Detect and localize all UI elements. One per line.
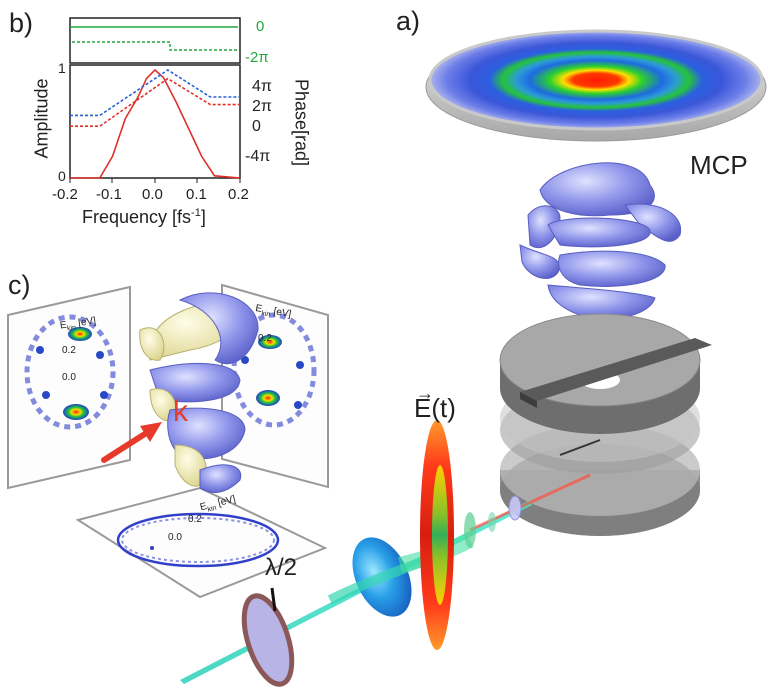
- top-green-dotted: [72, 41, 238, 51]
- bottom-projection-image: [116, 512, 280, 568]
- left-proj-tick-02: 0.2: [62, 345, 76, 356]
- phase-blue-curve: [70, 69, 240, 117]
- rtick-2pi: 2π: [252, 98, 272, 115]
- efield-label: → E(t): [414, 383, 456, 423]
- mcp-label: MCP: [690, 150, 748, 180]
- phase-red-curve: [70, 77, 240, 127]
- electric-field-pulse: [420, 420, 496, 650]
- amplitude-curve: [70, 68, 241, 179]
- electrode-stack: [499, 313, 712, 536]
- k-vector-arrow: [101, 429, 151, 463]
- right-proj-tick-02: 0.2: [258, 333, 272, 344]
- ytick-1: 1: [58, 60, 66, 76]
- panel-c-projections: [7, 283, 329, 599]
- amplitude-axis-label: Amplitude: [31, 78, 52, 159]
- k-label: k: [173, 395, 188, 428]
- waveplate-label: λ/2: [265, 554, 298, 581]
- toptick-m2pi: -2π: [245, 49, 269, 66]
- rtick-4pi: 4π: [252, 78, 272, 95]
- panel-c-label: c): [8, 270, 31, 300]
- frequency-axis-label: Frequency [fs-1]: [82, 207, 206, 227]
- photoelectron-distribution-3d: [519, 162, 682, 320]
- half-wave-plate: [241, 587, 295, 687]
- xtick-m01: -0.1: [96, 186, 122, 203]
- xtick-01: 0.1: [186, 186, 207, 203]
- panel-b-plot: [69, 17, 241, 183]
- right-projection-image: [231, 312, 317, 428]
- toptick-0: 0: [256, 18, 265, 35]
- bottom-proj-tick-00: 0.0: [168, 532, 182, 543]
- plot-marks: [70, 68, 241, 179]
- left-proj-tick-00: 0.0: [62, 372, 76, 383]
- phase-axis-label: Phase[rad]: [291, 78, 312, 167]
- ytick-0: 0: [58, 168, 66, 184]
- panel-a-label: a): [396, 6, 421, 36]
- rtick-0: 0: [252, 118, 261, 135]
- xtick-02: 0.2: [228, 186, 249, 203]
- left-projection-image: [24, 314, 116, 430]
- bottom-proj-tick-02: 0.2: [188, 514, 202, 525]
- xtick-00: 0.0: [142, 186, 163, 203]
- rtick-m4pi: -4π: [245, 148, 271, 165]
- xtick-m02: -0.2: [52, 186, 78, 203]
- mcp-detector: [425, 29, 767, 142]
- panel-b-label: b): [9, 8, 34, 38]
